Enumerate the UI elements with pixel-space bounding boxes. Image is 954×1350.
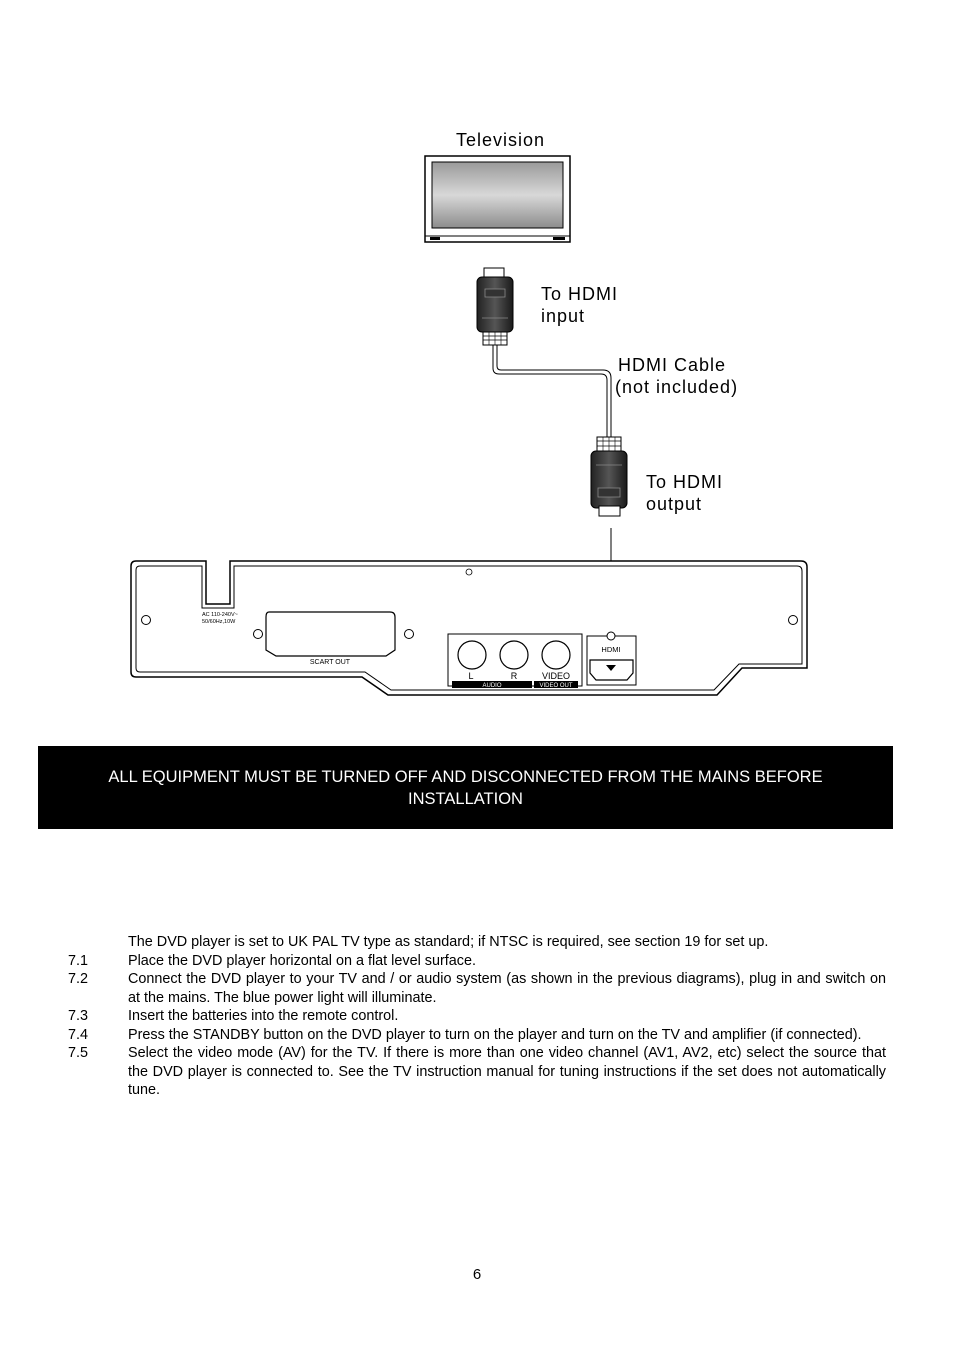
hdmi-output-label-line2: output	[646, 494, 703, 514]
dvd-rear-panel: AC 110-240V~ 50/60Hz,10W SCART OUT L R V…	[130, 560, 808, 696]
step-row: 7.3 Insert the batteries into the remote…	[68, 1007, 886, 1026]
television-icon	[424, 155, 571, 243]
step-number: 7.4	[68, 1026, 89, 1043]
hdmi-output-label-line1: To HDMI	[646, 472, 724, 492]
intro-text: The DVD player is set to UK PAL TV type …	[128, 934, 769, 950]
video-label: VIDEO	[542, 671, 570, 681]
video-out-group-label: VIDEO OUT	[539, 683, 572, 689]
hdmi-port-label: HDMI	[601, 645, 620, 654]
intro-row: The DVD player is set to UK PAL TV type …	[68, 933, 886, 952]
scart-label: SCART OUT	[310, 659, 351, 666]
hdmi-cable-label-line1: HDMI Cable	[618, 355, 727, 375]
video-jack	[541, 640, 571, 670]
step-number: 7.2	[68, 971, 89, 987]
step-number: 7.1	[68, 952, 89, 969]
step-text: Insert the batteries into the remote con…	[128, 1008, 399, 1024]
step-text: Press the STANDBY button on the DVD play…	[128, 1026, 862, 1043]
power-rating-line2: 50/60Hz,10W	[202, 619, 236, 625]
step-row: 7.5 Select the video mode (AV) for the T…	[68, 1044, 886, 1100]
step-row: 7.4 Press the STANDBY button on the DVD …	[68, 1026, 886, 1045]
hdmi-input-label-line2: input	[541, 306, 586, 326]
step-text: Place the DVD player horizontal on a fla…	[128, 952, 476, 969]
warning-banner: ALL EQUIPMENT MUST BE TURNED OFF AND DIS…	[38, 746, 893, 829]
hdmi-cable	[492, 345, 608, 437]
power-rating-line1: AC 110-240V~	[202, 612, 238, 618]
hdmi-plug-output-icon	[590, 436, 628, 517]
connection-diagram: AC 110-240V~ 50/60Hz,10W SCART OUT L R V…	[130, 155, 808, 696]
page-number: 6	[472, 1266, 482, 1283]
audio-right-jack	[499, 640, 529, 670]
audio-right-label: R	[511, 671, 518, 681]
hdmi-cable-label-line2: (not included)	[615, 377, 739, 397]
tv-label: Television	[456, 130, 546, 150]
hdmi-input-label-line1: To HDMI	[541, 284, 619, 304]
scart-port	[265, 611, 396, 657]
hdmi-plug-input-icon	[476, 267, 514, 346]
step-text: Select the video mode (AV) for the TV. I…	[128, 1045, 886, 1098]
instruction-list: The DVD player is set to UK PAL TV type …	[68, 933, 886, 1100]
step-text: Connect the DVD player to your TV and / …	[128, 971, 886, 1006]
step-number: 7.3	[68, 1008, 89, 1024]
audio-left-label: L	[468, 671, 473, 681]
step-row: 7.2 Connect the DVD player to your TV an…	[68, 970, 886, 1007]
audio-left-jack	[457, 640, 487, 670]
step-row: 7.1 Place the DVD player horizontal on a…	[68, 952, 886, 971]
audio-group-label: AUDIO	[482, 683, 501, 689]
warning-text: ALL EQUIPMENT MUST BE TURNED OFF AND DIS…	[108, 767, 823, 808]
step-number: 7.5	[68, 1045, 89, 1061]
